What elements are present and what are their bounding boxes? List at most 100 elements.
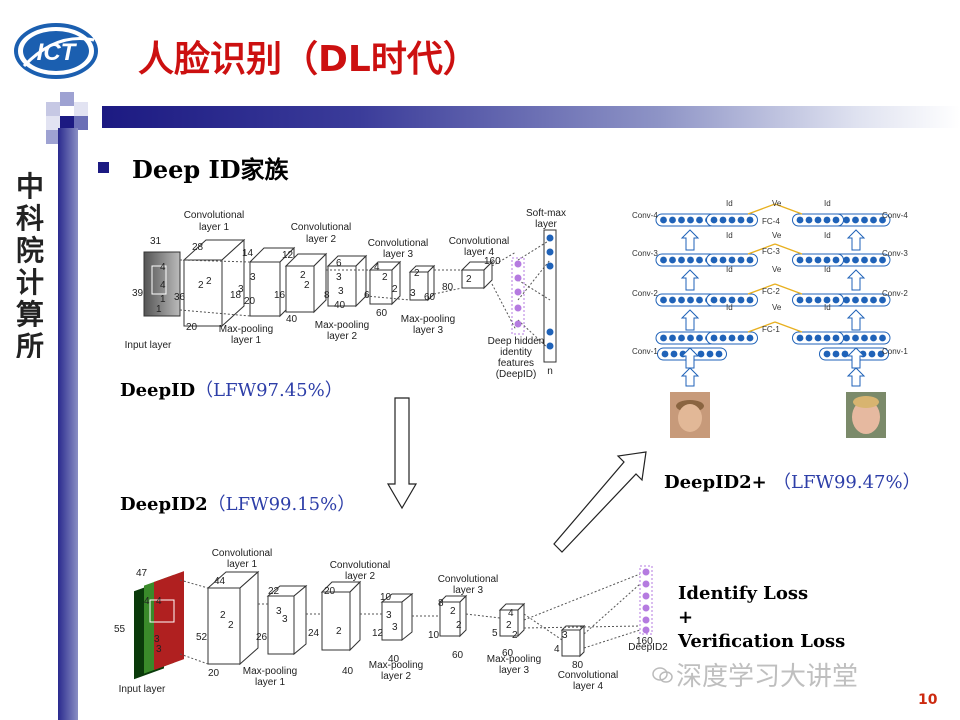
deepid-dim-label: 16 xyxy=(274,290,286,301)
d2p-label-id-3l: Id xyxy=(726,265,733,274)
deepid-label-conv3: Convolutional xyxy=(368,238,429,249)
bullet-square xyxy=(98,162,109,173)
neuron xyxy=(710,216,718,224)
deepid2-diagram: Convolutional layer 1 Convolutional laye… xyxy=(114,548,668,695)
deepid2-label-input: Input layer xyxy=(119,684,166,695)
header-bar xyxy=(102,106,960,128)
neuron xyxy=(852,256,859,264)
deepid-label-hidden-d: (DeepID) xyxy=(496,369,537,380)
deepid2-input-face xyxy=(134,571,184,680)
deepid2-dim-label: 2 xyxy=(456,620,462,631)
deepid-dim-label: 3 xyxy=(250,272,256,283)
neuron xyxy=(823,350,831,358)
deepid-dim-label: 8 xyxy=(324,290,330,301)
deepid2-dim-label: 3 xyxy=(392,622,398,633)
logo-text: ICT xyxy=(37,39,78,66)
neuron xyxy=(852,296,859,304)
neuron xyxy=(796,256,804,264)
deepid2-label-pool2: Max-pooling xyxy=(369,660,423,671)
d2p-label-conv4-l: Conv-4 xyxy=(632,211,658,220)
up-arrow-icon xyxy=(680,229,700,251)
neuron xyxy=(879,256,886,264)
neuron xyxy=(843,334,850,342)
deepid2-dim-label: 3 xyxy=(386,610,392,621)
neuron xyxy=(696,216,703,224)
neuron xyxy=(710,256,718,264)
deepid-dim-label: 6 xyxy=(336,258,342,269)
neuron xyxy=(706,350,714,358)
up-arrow-icon xyxy=(846,309,866,331)
deepid2-dim-label: 26 xyxy=(256,632,268,643)
deepid-dim-label: 4 xyxy=(160,280,166,291)
d2p-label-id-4l: Id xyxy=(726,303,733,312)
loss-line-identify: Identify Loss xyxy=(678,583,809,604)
neuron xyxy=(737,296,745,304)
d2p-label-conv1-l: Conv-1 xyxy=(632,347,658,356)
watermark: 深度学习大讲堂 xyxy=(676,662,859,692)
neuron xyxy=(728,256,736,264)
neuron xyxy=(660,334,667,342)
neuron xyxy=(814,334,822,342)
deepid2-label-pool3: Max-pooling xyxy=(487,654,541,665)
neuron xyxy=(832,256,840,264)
deepid2-dim-label: 24 xyxy=(308,628,320,639)
neuron xyxy=(852,334,859,342)
softmax-neuron xyxy=(546,262,554,270)
deepid-dim-label: 2 xyxy=(414,268,420,279)
deepid2-dim-label: 10 xyxy=(380,592,392,603)
deepid-dim-label: 1 xyxy=(160,294,166,305)
deepid-label-input: Input layer xyxy=(125,340,172,351)
neuron xyxy=(719,296,727,304)
deepid2-dim-label: 4 xyxy=(554,644,560,655)
deepid2plus-caption: DeepID2+ （LFW99.47%） xyxy=(664,468,921,494)
neuron xyxy=(696,334,703,342)
deepid2-dim-label: 52 xyxy=(196,632,208,643)
deepid2-dim-label: 8 xyxy=(438,598,444,609)
neuron xyxy=(870,256,877,264)
neuron xyxy=(728,296,736,304)
deepid-dim-label: 2 xyxy=(382,272,388,283)
deepid-dim-label: 4 xyxy=(374,262,380,273)
deepid2-label-conv3: Convolutional xyxy=(438,574,499,585)
neuron xyxy=(877,350,885,358)
deepid2-label-pool3-b: layer 3 xyxy=(499,665,529,676)
deepid2-dim-label: 2 xyxy=(336,626,342,637)
d2p-label-id-2r: Id xyxy=(824,231,831,240)
deepid-dim-label: 3 xyxy=(410,288,416,299)
deepid2-dim-label: 40 xyxy=(388,654,400,665)
deepid2-dim-label: 12 xyxy=(372,628,384,639)
deepid2-dim-label: 2 xyxy=(506,620,512,631)
neuron xyxy=(823,334,831,342)
neuron xyxy=(710,296,718,304)
deepid2-neuron xyxy=(642,592,650,600)
deepid-dim-label: 20 xyxy=(244,296,256,307)
deepid-neuron xyxy=(514,304,522,312)
deepid-label-hidden: Deep hidden xyxy=(488,336,545,347)
neuron xyxy=(697,350,705,358)
deepid-label-pool3: Max-pooling xyxy=(401,314,455,325)
neuron xyxy=(868,350,876,358)
d2p-label-ve-2: Ve xyxy=(772,231,782,240)
neuron xyxy=(719,334,727,342)
deepid2-dim-label: 5 xyxy=(492,628,498,639)
d2p-label-ve-top: Ve xyxy=(772,199,782,208)
up-arrow-icon xyxy=(846,229,866,251)
neuron xyxy=(660,296,667,304)
deepid-dim-label: 36 xyxy=(174,292,186,303)
deepid-dim-label: 3 xyxy=(336,272,342,283)
d2p-label-id-4r: Id xyxy=(824,303,831,312)
d2p-label-fc4: FC-4 xyxy=(762,217,780,226)
deepid2-label-pool1-b: layer 1 xyxy=(255,677,285,688)
neuron xyxy=(861,296,868,304)
deepid2-dim-label: 80 xyxy=(572,660,584,671)
neuron xyxy=(843,256,850,264)
deepid-dim-label: 3 xyxy=(338,286,344,297)
neuron xyxy=(719,216,727,224)
d2p-label-fc1: FC-1 xyxy=(762,325,780,334)
neuron xyxy=(823,296,831,304)
deepid2-dim-label: 3 xyxy=(154,634,160,645)
neuron xyxy=(660,256,667,264)
deepid2-dim-label: 4 xyxy=(156,596,162,607)
ve-link xyxy=(774,203,803,215)
